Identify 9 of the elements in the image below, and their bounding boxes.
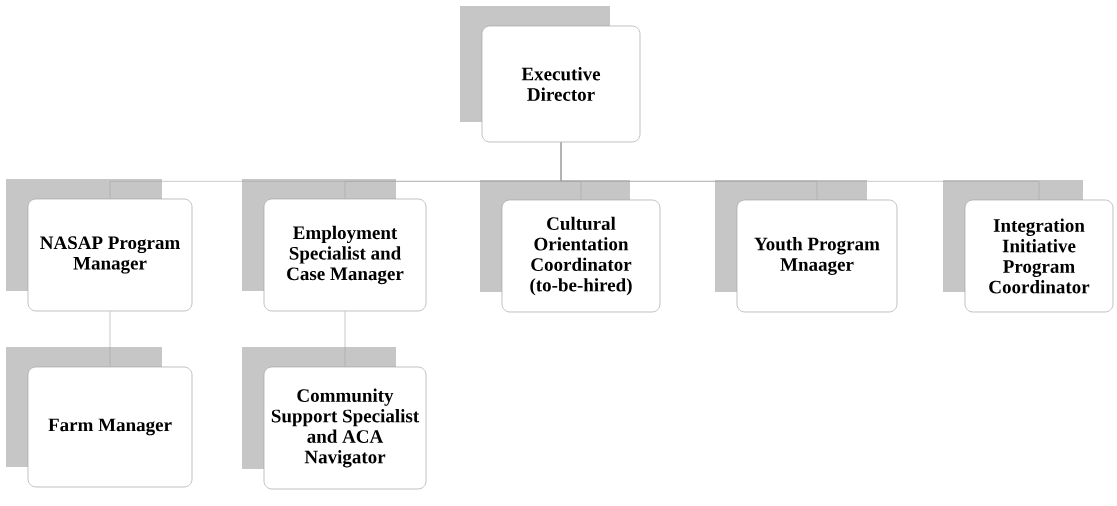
- org-box: Executive Director: [460, 6, 641, 143]
- org-box: Farm Manager: [6, 347, 193, 488]
- org-box: Integration Initiative Program Coordinator: [943, 180, 1114, 313]
- org-box: Youth Program Mnaager: [715, 180, 898, 313]
- org-box: Cultural Orientation Coordinator (to-be-hired): [480, 180, 661, 313]
- org-box: NASAP Program Manager: [6, 179, 193, 312]
- org-box: Employment Specialist and Case Manager: [242, 179, 427, 312]
- org-box: Community Support Specialist and ACA Navigator: [242, 347, 427, 490]
- connector-line: [560, 142, 1040, 200]
